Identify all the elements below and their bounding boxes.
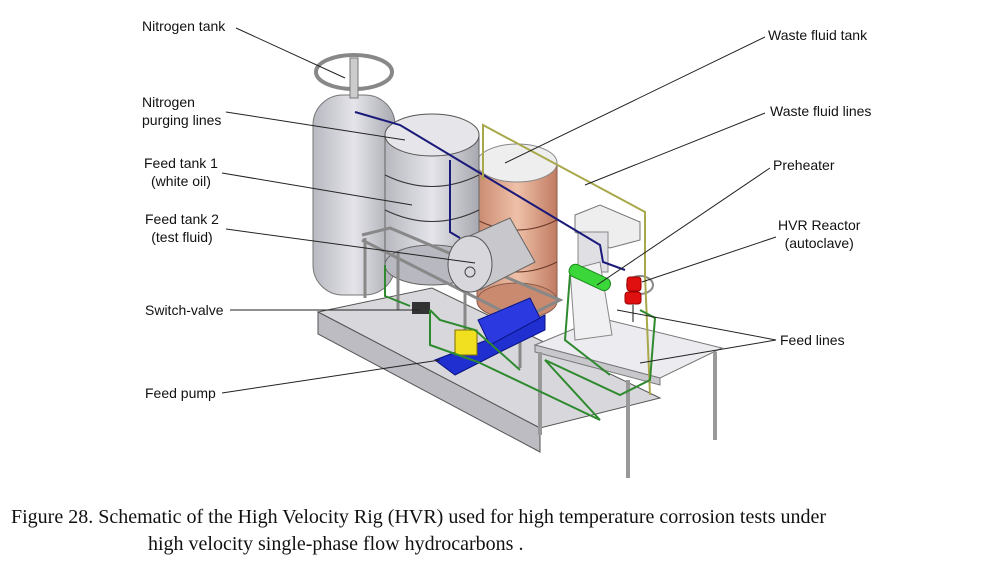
preheater-tube bbox=[568, 263, 612, 292]
label-line: purging lines bbox=[142, 112, 222, 128]
label-feed-pump: Feed pump bbox=[145, 385, 216, 401]
feed-line bbox=[384, 265, 657, 421]
nitrogen-purging-line bbox=[354, 111, 626, 271]
label-line: (test fluid) bbox=[151, 229, 213, 245]
figure-caption-line-1: Figure 28. Schematic of the High Velocit… bbox=[11, 506, 827, 528]
label-waste-fluid-lines: Waste fluid lines bbox=[770, 103, 872, 119]
nitrogen-tank bbox=[312, 53, 396, 296]
label-hvr-reactor: HVR Reactor (autoclave) bbox=[778, 216, 860, 252]
label-feed-tank-2: Feed tank 2 (test fluid) bbox=[145, 210, 219, 246]
switch-valve bbox=[412, 302, 430, 314]
label-line: (autoclave) bbox=[784, 235, 854, 251]
preheater-unit bbox=[568, 204, 641, 341]
leader-lines bbox=[221, 27, 777, 394]
label-line: Nitrogen bbox=[142, 94, 195, 110]
hvr-reactor bbox=[624, 275, 654, 322]
label-line: HVR Reactor bbox=[778, 217, 861, 233]
label-line: Feed tank 1 bbox=[144, 155, 218, 171]
label-line: (white oil) bbox=[151, 173, 211, 189]
nitrogen-purging-line-branch bbox=[449, 160, 461, 239]
label-preheater: Preheater bbox=[773, 157, 835, 173]
label-waste-fluid-tank: Waste fluid tank bbox=[768, 27, 868, 43]
label-line: Feed tank 2 bbox=[145, 211, 219, 227]
label-nitrogen-tank: Nitrogen tank bbox=[142, 18, 226, 34]
label-feed-lines: Feed lines bbox=[780, 332, 845, 348]
label-feed-tank-1: Feed tank 1 (white oil) bbox=[144, 154, 218, 190]
figure-caption-line-2: high velocity single-phase flow hydrocar… bbox=[148, 533, 524, 555]
label-nitrogen-purging-lines: Nitrogen purging lines bbox=[142, 93, 221, 129]
feed-pump bbox=[433, 297, 546, 376]
feed-tank-2 bbox=[447, 217, 536, 293]
label-switch-valve: Switch-valve bbox=[145, 302, 224, 318]
waste-fluid-line bbox=[482, 123, 651, 396]
